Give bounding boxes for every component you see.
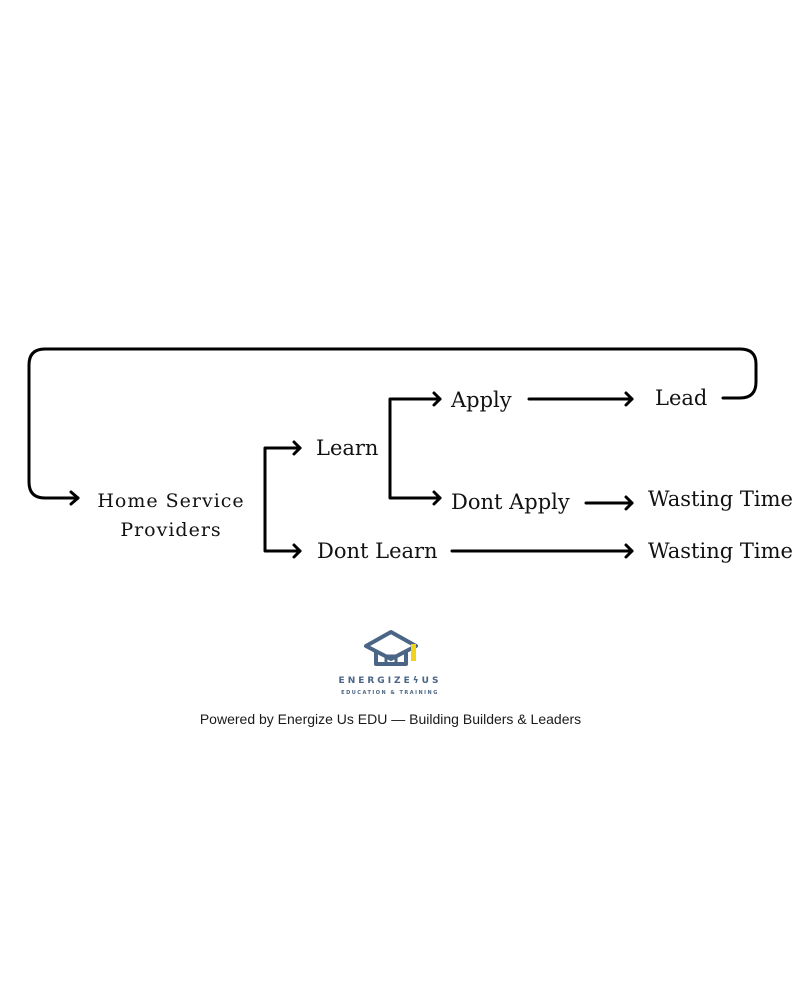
- node-lead: Lead: [655, 386, 708, 410]
- node-home-line-2: Providers: [120, 519, 222, 541]
- loop-edge-lead-to-home: [27, 347, 758, 500]
- node-wasting-time-apply: Wasting Time: [648, 487, 793, 511]
- arrowhead-lead: [624, 391, 634, 407]
- node-dont-learn: Dont Learn: [317, 539, 438, 563]
- footer-text: Powered by Energize Us EDU — Building Bu…: [199, 711, 582, 727]
- node-home-line-1: Home Service: [97, 490, 245, 512]
- arrowhead-wasting-apply: [624, 495, 634, 511]
- node-home-service-providers: Home Service Providers: [86, 487, 256, 545]
- arrowhead-apply: [432, 391, 442, 407]
- arrowhead-dont-learn: [292, 543, 302, 559]
- node-dont-apply: Dont Apply: [451, 490, 570, 514]
- arrowhead-wasting-learn: [624, 543, 634, 559]
- arrowhead-dont-apply: [432, 490, 442, 506]
- node-learn: Learn: [316, 436, 379, 460]
- node-apply: Apply: [451, 388, 512, 412]
- edge-learn-to-apply: [388, 397, 442, 500]
- arrowhead-home: [69, 490, 80, 506]
- arrowhead-learn: [292, 440, 302, 456]
- brand-name: ENERGIZEϟUS: [338, 676, 442, 686]
- node-wasting-time-learn: Wasting Time: [648, 539, 793, 563]
- brand-tagline: EDUCATION & TRAINING: [341, 690, 439, 696]
- edge-home-to-learn: [263, 446, 302, 553]
- graduation-cap-house-icon: [364, 630, 418, 666]
